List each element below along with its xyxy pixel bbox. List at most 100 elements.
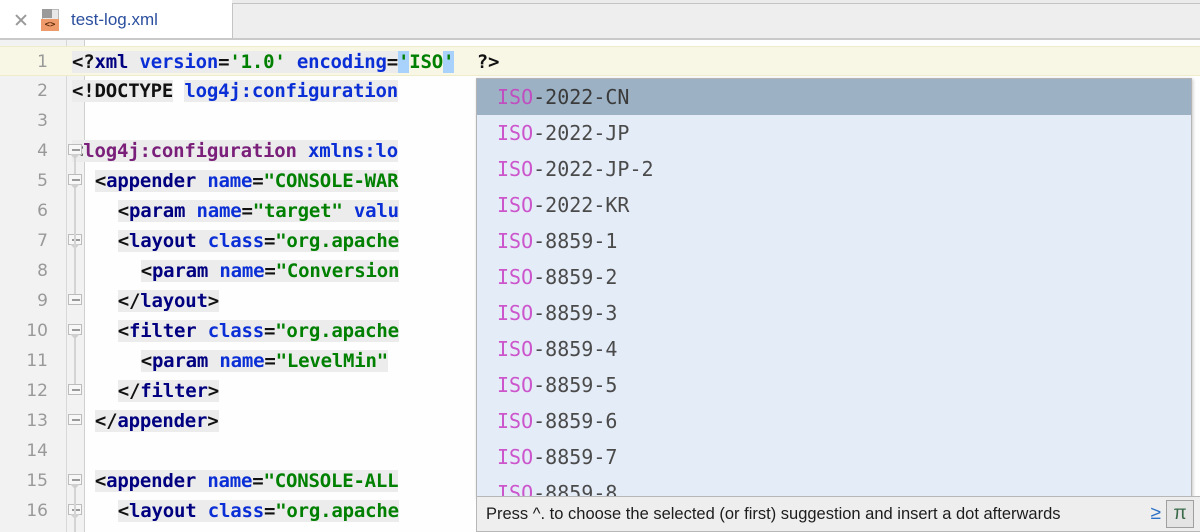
close-icon[interactable] [10, 9, 32, 31]
match-prefix: ISO [497, 193, 534, 217]
item-remainder: -8859-5 [533, 373, 618, 397]
code-token: xmlns:lo [308, 140, 398, 162]
code-token [208, 350, 220, 372]
completion-item[interactable]: ISO-8859-1 [477, 223, 1191, 259]
fold-toggle-icon[interactable] [68, 234, 83, 249]
code-line[interactable]: 14 [0, 436, 1200, 466]
sort-order-icon[interactable]: ≥ [1150, 503, 1161, 524]
match-prefix: ISO [497, 409, 534, 433]
line-number: 3 [37, 111, 48, 131]
code-line[interactable]: 8<param name="Conversion [0, 256, 1200, 286]
code-line[interactable]: 15<appender name="CONSOLE-ALL [0, 466, 1200, 496]
completion-item[interactable]: ISO-2022-KR [477, 187, 1191, 223]
completion-item[interactable]: ISO-8859-6 [477, 403, 1191, 439]
item-remainder: -8859-1 [533, 229, 618, 253]
line-number: 4 [37, 141, 48, 161]
code-token: = [386, 51, 399, 73]
line-number: 5 [37, 171, 48, 191]
code-token: "Conversion [275, 260, 400, 282]
code-token [196, 320, 208, 342]
code-token: ' [442, 51, 455, 73]
code-token: layout [140, 290, 208, 312]
tab-bar-underline [0, 38, 1200, 40]
completion-item[interactable]: ISO-8859-4 [477, 331, 1191, 367]
code-token: < [140, 260, 152, 282]
code-token: < [140, 350, 152, 372]
completion-item[interactable]: ISO-2022-JP [477, 115, 1191, 151]
code-token: < [117, 500, 130, 522]
code-token: "LevelMin" [275, 350, 388, 372]
completion-item[interactable]: ISO-8859-2 [477, 259, 1191, 295]
fold-toggle-icon[interactable] [68, 504, 83, 519]
xml-badge: <> [41, 19, 59, 31]
match-prefix: ISO [497, 445, 534, 469]
fold-toggle-icon[interactable] [68, 384, 83, 399]
code-token: name [219, 350, 265, 372]
code-token [196, 230, 208, 252]
item-remainder: -2022-KR [533, 193, 630, 217]
fold-region-line [74, 248, 76, 294]
item-remainder: -8859-3 [533, 301, 618, 325]
code-token: name [207, 470, 253, 492]
item-remainder: -8859-8 [533, 481, 618, 498]
code-token: name [219, 260, 265, 282]
code-token: class [207, 320, 264, 342]
line-number: 16 [26, 501, 48, 521]
xml-file-icon: <> [40, 8, 62, 32]
line-number: 12 [26, 381, 48, 401]
completion-item[interactable]: ISO-8859-5 [477, 367, 1191, 403]
code-token: < [94, 470, 107, 492]
tab-test-log-xml[interactable]: <> test-log.xml [0, 0, 232, 40]
completion-item[interactable]: ISO-2022-CN [477, 79, 1191, 115]
fold-box [68, 384, 82, 395]
code-token: filter [129, 320, 197, 342]
pi-icon[interactable]: π [1166, 500, 1194, 528]
code-token: "CONSOLE-WAR [263, 170, 399, 192]
code-text: <appender name="CONSOLE-ALL [94, 466, 399, 496]
match-prefix: ISO [497, 85, 534, 109]
code-line[interactable]: 2<!DOCTYPE log4j:configuration [0, 76, 1200, 106]
fold-toggle-icon[interactable] [68, 414, 83, 429]
code-line[interactable]: 1<?xml version='1.0' encoding='ISO' ?> [0, 46, 1200, 76]
code-text: <?xml version='1.0' encoding='ISO' ?> [72, 47, 499, 77]
code-token: > [207, 410, 219, 432]
code-text: <layout class="org.apache [117, 226, 399, 256]
code-line[interactable]: 10<filter class="org.apache [0, 316, 1200, 346]
fold-toggle-icon[interactable] [68, 294, 83, 309]
line-number: 7 [37, 231, 48, 251]
code-token: </ [117, 380, 141, 402]
completion-item[interactable]: ISO-8859-8 [477, 475, 1191, 498]
fold-toggle-icon[interactable] [68, 174, 83, 189]
match-prefix: ISO [497, 373, 534, 397]
code-token: log4j:configuration [83, 140, 297, 162]
code-line[interactable]: 5<appender name="CONSOLE-WAR [0, 166, 1200, 196]
fold-toggle-icon[interactable] [68, 474, 83, 489]
line-number-gutter[interactable] [0, 40, 62, 532]
code-line[interactable]: 3 [0, 106, 1200, 136]
item-remainder: -2022-JP [533, 121, 630, 145]
code-line[interactable]: 16<layout class="org.apache [0, 496, 1200, 526]
code-line[interactable]: 7 <layout class="org.apache [0, 226, 1200, 256]
tab-bar-empty-area [232, 3, 1200, 39]
fold-toggle-icon[interactable] [68, 144, 83, 159]
code-token: = [252, 470, 264, 492]
completion-item[interactable]: ISO-8859-7 [477, 439, 1191, 475]
code-token: filter [140, 380, 208, 402]
code-token: = [252, 170, 264, 192]
completion-item[interactable]: ISO-8859-3 [477, 295, 1191, 331]
code-line[interactable]: 12</filter> [0, 376, 1200, 406]
code-line[interactable]: 13</appender> [0, 406, 1200, 436]
code-line[interactable]: 9</layout> [0, 286, 1200, 316]
code-line[interactable]: 11<param name="LevelMin" [0, 346, 1200, 376]
code-token: name [207, 170, 253, 192]
fold-gutter[interactable] [62, 40, 84, 532]
code-token: <? [72, 51, 95, 73]
fold-toggle-icon[interactable] [68, 324, 83, 339]
completion-item[interactable]: ISO-2022-JP-2 [477, 151, 1191, 187]
code-line[interactable]: 6<param name="target" valu [0, 196, 1200, 226]
item-remainder: -8859-2 [533, 265, 618, 289]
code-token [185, 200, 197, 222]
code-text: <!DOCTYPE log4j:configuration [72, 76, 398, 106]
